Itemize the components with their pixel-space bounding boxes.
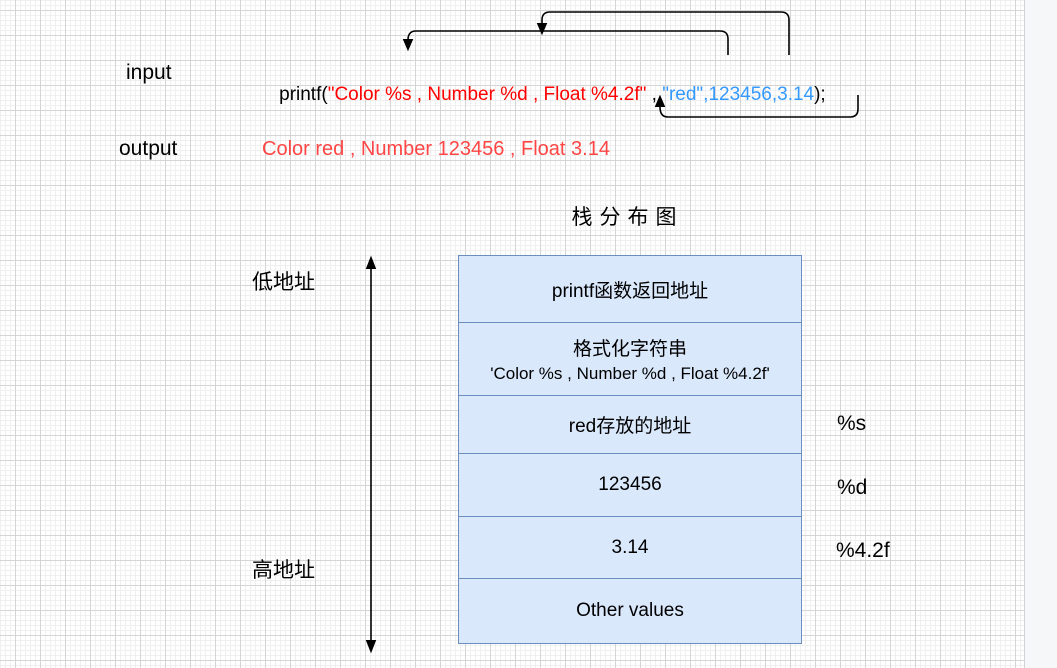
output-label: output	[119, 137, 178, 160]
stack-row-other-values: Other values	[459, 579, 801, 643]
stack-row-text: printf函数返回地址	[551, 280, 709, 302]
code-separator: ,	[646, 84, 663, 105]
high-address-label: 高地址	[252, 559, 315, 582]
low-address-label: 低地址	[252, 271, 315, 294]
stack-table: printf函数返回地址 格式化字符串 'Color %s , Number %…	[458, 255, 802, 644]
code-format-string: "Color %s , Number %d , Float %4.2f"	[327, 84, 647, 105]
stack-row-format-string: 格式化字符串 'Color %s , Number %d , Float %4.…	[459, 323, 801, 396]
stack-row-text: red存放的地址	[568, 416, 692, 437]
canvas-side-gutter	[1024, 0, 1057, 668]
arrow-red-to-percent-s	[402, 30, 729, 55]
stack-row-return-address: printf函数返回地址	[459, 256, 801, 323]
stack-row-subtext: 'Color %s , Number %d , Float %4.2f'	[490, 364, 770, 383]
output-result-text: Color red , Number 123456 , Float 3.14	[262, 138, 610, 160]
stack-row-text: 3.14	[611, 536, 649, 558]
stack-row-text: Other values	[576, 600, 684, 621]
code-suffix: );	[814, 84, 826, 105]
printf-code: printf("Color %s , Number %d , Float %4.…	[258, 62, 826, 128]
stack-row-red-address: red存放的地址	[459, 396, 801, 454]
stack-diagram-title: 栈分布图	[571, 206, 684, 229]
format-label-percent-s: %s	[837, 412, 867, 435]
stack-row-123456: 123456	[459, 454, 801, 517]
format-label-percent-42f: %4.2f	[836, 539, 890, 562]
code-arguments: "red",123456,3.14	[662, 84, 815, 105]
code-prefix: printf(	[279, 84, 328, 105]
stack-row-text: 格式化字符串	[572, 339, 687, 360]
input-label: input	[126, 61, 172, 84]
address-direction-arrow	[365, 255, 377, 654]
format-label-percent-d: %d	[837, 476, 868, 499]
stack-row-text: 123456	[598, 474, 662, 495]
arrow-123456-to-percent-d	[536, 11, 790, 55]
stack-row-314: 3.14	[459, 517, 801, 579]
